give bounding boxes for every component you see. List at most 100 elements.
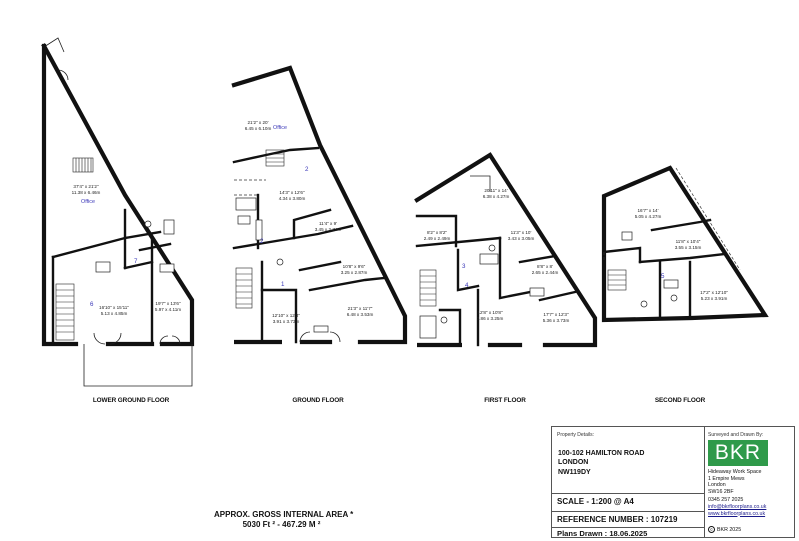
room-dim: 5.23 x 3.91m	[701, 296, 728, 301]
room-dim: 3.55 x 3.15m	[675, 245, 702, 250]
title-block: Property Details: 100-102 HAMILTON ROAD …	[551, 426, 795, 538]
room-dim: 16'10" x 15'11"	[99, 305, 129, 310]
lower-ground-outer-wall	[41, 43, 195, 347]
toilet	[276, 258, 284, 266]
room-dim: 5.05 x 4.27m	[635, 214, 662, 219]
bathtub	[163, 219, 175, 235]
lower-ground-wall	[138, 242, 172, 252]
marker-number: 3	[462, 263, 466, 270]
room-dim: 11.38 x 6.46m	[72, 190, 101, 195]
surveyor-address-line: SW16 2BF	[708, 488, 734, 495]
ground-wall	[232, 146, 320, 164]
area-title: APPROX. GROSS INTERNAL AREA *	[214, 510, 354, 519]
surveyor-address-line: Hideaway Work Space	[708, 469, 762, 475]
room-dim: 16'7" x 14'	[637, 208, 658, 213]
door-arc	[159, 335, 181, 345]
room-dim: 2.49 x 2.49m	[424, 236, 451, 241]
first-wall	[438, 308, 462, 347]
surveyor-contact: Hideaway Work Space 1 Empire Mews London…	[708, 469, 766, 517]
plans-drawn-date: Plans Drawn : 18.06.2025	[557, 529, 648, 538]
surveyor-website-link[interactable]: www.bkrfloorplans.co.uk	[708, 510, 766, 517]
room-dim: 21'2" x 20'	[247, 120, 268, 125]
area-value: 5030 Ft ² - 467.29 M ²	[242, 520, 321, 529]
lightwell-outline	[83, 344, 193, 387]
staircase	[607, 269, 627, 291]
door-arc	[93, 332, 122, 345]
lower-ground-wall	[123, 260, 154, 270]
room-dim: 12'8" x 10'8"	[477, 310, 503, 315]
kitchen-counter	[255, 219, 263, 241]
ground-wall	[298, 260, 342, 272]
door-arc	[57, 69, 69, 81]
second-dashed-line	[603, 167, 741, 271]
staircase	[235, 267, 253, 309]
room-dim: 14'3" x 12'6"	[279, 190, 305, 195]
room-name: Office	[81, 199, 95, 205]
room-dim: 3.91 x 3.73m	[273, 319, 300, 324]
kitchen-counter	[95, 261, 111, 273]
first-wall	[415, 236, 502, 248]
bathtub	[663, 279, 679, 289]
floor-label: GROUND FLOOR	[292, 397, 344, 404]
divider	[552, 527, 704, 528]
copyright: ©BKR 2025	[708, 526, 741, 533]
room-dim: 37'4" x 21'2"	[73, 184, 99, 189]
toilet	[440, 316, 448, 324]
surveyor-address-line: London	[708, 482, 726, 489]
reference-number: REFERENCE NUMBER : 107219	[557, 515, 678, 524]
room-dim: 17'7" x 12'3"	[543, 312, 569, 317]
lower-ground-floor-plan: 37'4" x 21'2" 11.38 x 6.46m Office 16'10…	[41, 37, 195, 404]
address-line: LONDON	[558, 459, 589, 467]
gross-internal-area: APPROX. GROSS INTERNAL AREA * 5030 Ft ² …	[214, 510, 354, 530]
property-address: 100-102 HAMILTON ROAD LONDON NW119DY	[558, 449, 644, 477]
kitchen-counter	[313, 325, 329, 333]
wardrobe	[470, 175, 491, 192]
room-dim: 2.65 x 2.44m	[532, 270, 559, 275]
sink	[621, 231, 633, 241]
address-line: 100-102 HAMILTON ROAD	[558, 450, 645, 457]
staircase	[419, 269, 437, 307]
surveyor-address-line: 1 Empire Mews	[708, 475, 745, 482]
toilet	[488, 244, 496, 252]
second-floor-plan: 16'7" x 14' 5.05 x 4.27m 11'8" x 10'4" 3…	[601, 165, 769, 404]
marker-number: 6	[90, 301, 94, 308]
room-dim: 19'7" x 13'6"	[155, 301, 181, 306]
first-floor-plan: 20'11" x 14' 6.38 x 4.27m 8'2" x 8'2" 2.…	[414, 152, 598, 404]
ground-dashed-line	[234, 179, 266, 196]
room-dim: 20'11" x 14'	[484, 188, 507, 193]
room-dim: 6.38 x 4.27m	[483, 194, 510, 199]
room-dim: 5.13 x 4.85m	[101, 311, 128, 316]
room-dim: 6.45 x 6.10m	[245, 126, 272, 131]
property-caption: Property Details:	[557, 432, 594, 438]
ground-outer-wall	[231, 65, 408, 345]
room-dim: 10'8" x 9'6"	[343, 264, 366, 269]
scale-text: SCALE - 1:200 @ A4	[557, 497, 634, 506]
lower-ground-wall	[51, 230, 162, 259]
staircase	[55, 283, 75, 341]
first-wall	[518, 254, 557, 264]
room-dim: 3.45 x 2.74m	[315, 227, 342, 232]
first-wall	[538, 290, 577, 302]
toilet	[144, 220, 152, 228]
second-wall	[602, 246, 642, 264]
surveyor-caption: Surveyed and Drawn By:	[708, 432, 764, 438]
first-wall	[456, 248, 480, 292]
ground-wall	[292, 208, 332, 240]
room-dim: 8'8" x 8'	[537, 264, 553, 269]
first-outer-wall	[414, 152, 598, 348]
room-dim: 3.86 x 3.25m	[477, 316, 504, 321]
floor-label: FIRST FLOOR	[484, 397, 526, 404]
entrance-steps	[43, 37, 65, 53]
surveyor-email-link[interactable]: info@bkrfloorplans.co.uk	[708, 503, 767, 510]
sink	[237, 215, 251, 225]
room-dim: 3.43 x 3.05m	[508, 236, 535, 241]
surveyor-phone: 0345 257 2025	[708, 497, 744, 504]
floor-label: SECOND FLOOR	[655, 397, 706, 404]
bathtub	[419, 315, 437, 339]
marker-number: 5	[661, 273, 665, 280]
marker-number: 2	[260, 238, 264, 245]
marker-number: 7	[134, 258, 138, 265]
door-arc	[299, 331, 311, 343]
bkr-logo: BKR	[708, 440, 768, 466]
bathtub	[235, 197, 257, 211]
